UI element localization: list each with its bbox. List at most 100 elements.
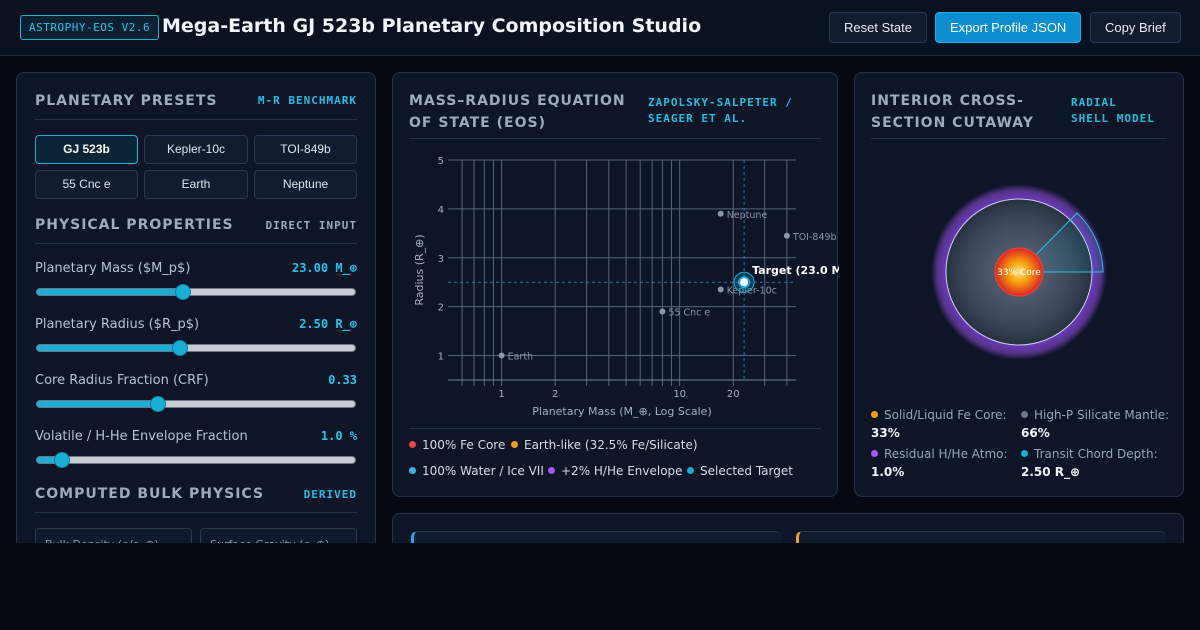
crf-slider[interactable] <box>36 396 356 412</box>
y-tick-label: 1 <box>438 352 444 363</box>
eos-title: MASS–RADIUS EQUATION OF STATE (EOS) <box>409 90 626 134</box>
benchmark-label: Earth <box>508 352 533 363</box>
radius-value: 2.50 R_⊕ <box>299 317 357 331</box>
mass-label: Planetary Mass ($M_p$) <box>35 261 191 276</box>
legend-dot <box>687 467 694 474</box>
cutaway-tag: RADIAL SHELL MODEL <box>1071 95 1155 127</box>
version-badge: ASTROPHY-EOS V2.6 <box>20 15 160 40</box>
cutaway-legend-mantle: High-P Silicate Mantle: 66% <box>1021 406 1171 442</box>
physical-tag: DIRECT INPUT <box>265 219 357 232</box>
viewport-bottom <box>0 543 1200 630</box>
divider <box>409 428 821 429</box>
legend-label: Residual H/He Atmo: <box>884 447 1008 461</box>
legend-label: 100% Water / Ice VII <box>422 464 544 478</box>
envelope-slider[interactable] <box>36 452 356 468</box>
legend-dot <box>511 441 518 448</box>
benchmark-label: Kepler-10c <box>727 286 777 297</box>
cutaway-title-line2: SECTION CUTAWAY <box>871 115 1034 131</box>
eos-tag-line1: ZAPOLSKY-SALPETER / <box>648 96 793 109</box>
radius-label: Planetary Radius ($R_p$) <box>35 317 200 332</box>
legend-value: 2.50 R_⊕ <box>1021 465 1081 479</box>
divider <box>35 243 357 244</box>
benchmark-label: TOI-849b <box>792 232 837 243</box>
x-tick-label: 1 <box>498 389 504 400</box>
eos-panel: MASS–RADIUS EQUATION OF STATE (EOS) ZAPO… <box>392 72 839 497</box>
y-tick-label: 3 <box>438 254 444 265</box>
controls-panel: PLANETARY PRESETS M-R BENCHMARK GJ 523b … <box>16 72 376 572</box>
planet-cutaway: 33% Core <box>931 184 1107 360</box>
eos-tag-line2: SEAGER ET AL. <box>648 112 748 125</box>
presets-tag: M-R BENCHMARK <box>257 94 357 107</box>
divider <box>35 512 357 513</box>
cutaway-title-line1: INTERIOR CROSS- <box>871 93 1024 109</box>
export-profile-button[interactable]: Export Profile JSON <box>935 12 1082 43</box>
preset-neptune[interactable]: Neptune <box>254 170 357 199</box>
legend-target: Selected Target <box>687 464 793 478</box>
crf-label: Core Radius Fraction (CRF) <box>35 373 209 388</box>
preset-toi-849b[interactable]: TOI-849b <box>254 135 357 164</box>
legend-hhe: +2% H/He Envelope <box>548 464 683 478</box>
preset-kepler-10c[interactable]: Kepler-10c <box>144 135 248 164</box>
y-tick-label: 2 <box>438 303 444 314</box>
copy-brief-button[interactable]: Copy Brief <box>1090 12 1181 43</box>
legend-label: High-P Silicate Mantle: <box>1034 408 1170 422</box>
y-axis-label: Radius (R_⊕) <box>413 234 426 305</box>
legend-label: Transit Chord Depth: <box>1034 447 1158 461</box>
cutaway-title: INTERIOR CROSS- SECTION CUTAWAY <box>871 90 1034 134</box>
benchmark-point <box>498 352 505 359</box>
crf-value: 0.33 <box>328 373 357 387</box>
x-axis-label: Planetary Mass (M_⊕, Log Scale) <box>532 405 711 418</box>
legend-label: +2% H/He Envelope <box>561 464 683 478</box>
legend-dot <box>1021 411 1028 418</box>
envelope-value: 1.0 % <box>320 429 357 443</box>
cutaway-legend-core: Solid/Liquid Fe Core:33% <box>871 406 1021 442</box>
app-title: Mega-Earth GJ 523b Planetary Composition… <box>162 15 702 37</box>
divider <box>871 138 1167 139</box>
x-tick-label: 20 <box>727 389 740 400</box>
preset-55-cnc-e[interactable]: 55 Cnc e <box>35 170 138 199</box>
preset-gj523b[interactable]: GJ 523b <box>35 135 138 164</box>
legend-value: 66% <box>1021 426 1050 440</box>
cutaway-legend-transit: Transit Chord Depth: 2.50 R_⊕ <box>1021 445 1171 481</box>
mass-slider-thumb[interactable] <box>175 284 192 300</box>
mass-value: 23.00 M_⊕ <box>291 261 357 275</box>
eos-tag: ZAPOLSKY-SALPETER / SEAGER ET AL. <box>648 95 793 127</box>
target-point <box>738 276 751 289</box>
cutaway-legend-atmo: Residual H/He Atmo: 1.0% <box>871 445 1021 481</box>
mass-slider[interactable] <box>36 284 356 300</box>
crf-slider-thumb[interactable] <box>149 396 166 412</box>
benchmark-point <box>659 308 666 315</box>
radius-slider[interactable] <box>36 340 356 356</box>
presets-title: PLANETARY PRESETS <box>35 93 218 109</box>
legend-label: Solid/Liquid Fe Core: <box>884 408 1007 422</box>
eos-title-line1: MASS–RADIUS EQUATION <box>409 93 626 109</box>
iron-core <box>994 247 1044 297</box>
cutaway-tag-line2: SHELL MODEL <box>1071 112 1155 125</box>
envelope-slider-thumb[interactable] <box>54 452 71 468</box>
computed-tag: DERIVED <box>303 488 357 501</box>
divider <box>409 138 821 139</box>
legend-dot <box>871 450 878 457</box>
benchmark-point <box>783 232 790 239</box>
y-tick-label: 5 <box>438 156 444 167</box>
reset-state-button[interactable]: Reset State <box>829 12 927 43</box>
cutaway-panel: INTERIOR CROSS- SECTION CUTAWAY RADIAL S… <box>854 72 1184 497</box>
envelope-label: Volatile / H-He Envelope Fraction <box>35 429 248 444</box>
legend-label: Earth-like (32.5% Fe/Silicate) <box>524 438 698 452</box>
legend-fe-core: 100% Fe Core <box>409 438 505 452</box>
legend-value: 1.0% <box>871 465 905 479</box>
computed-title: COMPUTED BULK PHYSICS <box>35 486 265 502</box>
divider <box>35 119 357 120</box>
preset-earth[interactable]: Earth <box>144 170 248 199</box>
x-tick-label: 2 <box>552 389 558 400</box>
legend-water: 100% Water / Ice VII <box>409 464 544 478</box>
benchmark-point <box>717 210 724 217</box>
benchmark-point <box>717 286 724 293</box>
physical-title: PHYSICAL PROPERTIES <box>35 217 234 233</box>
radius-slider-thumb[interactable] <box>172 340 189 356</box>
eos-title-line2: OF STATE (EOS) <box>409 115 546 131</box>
app-header: ASTROPHY-EOS V2.6 Mega-Earth GJ 523b Pla… <box>0 0 1200 56</box>
core-label: 33% Core <box>997 268 1041 278</box>
legend-dot <box>409 441 416 448</box>
